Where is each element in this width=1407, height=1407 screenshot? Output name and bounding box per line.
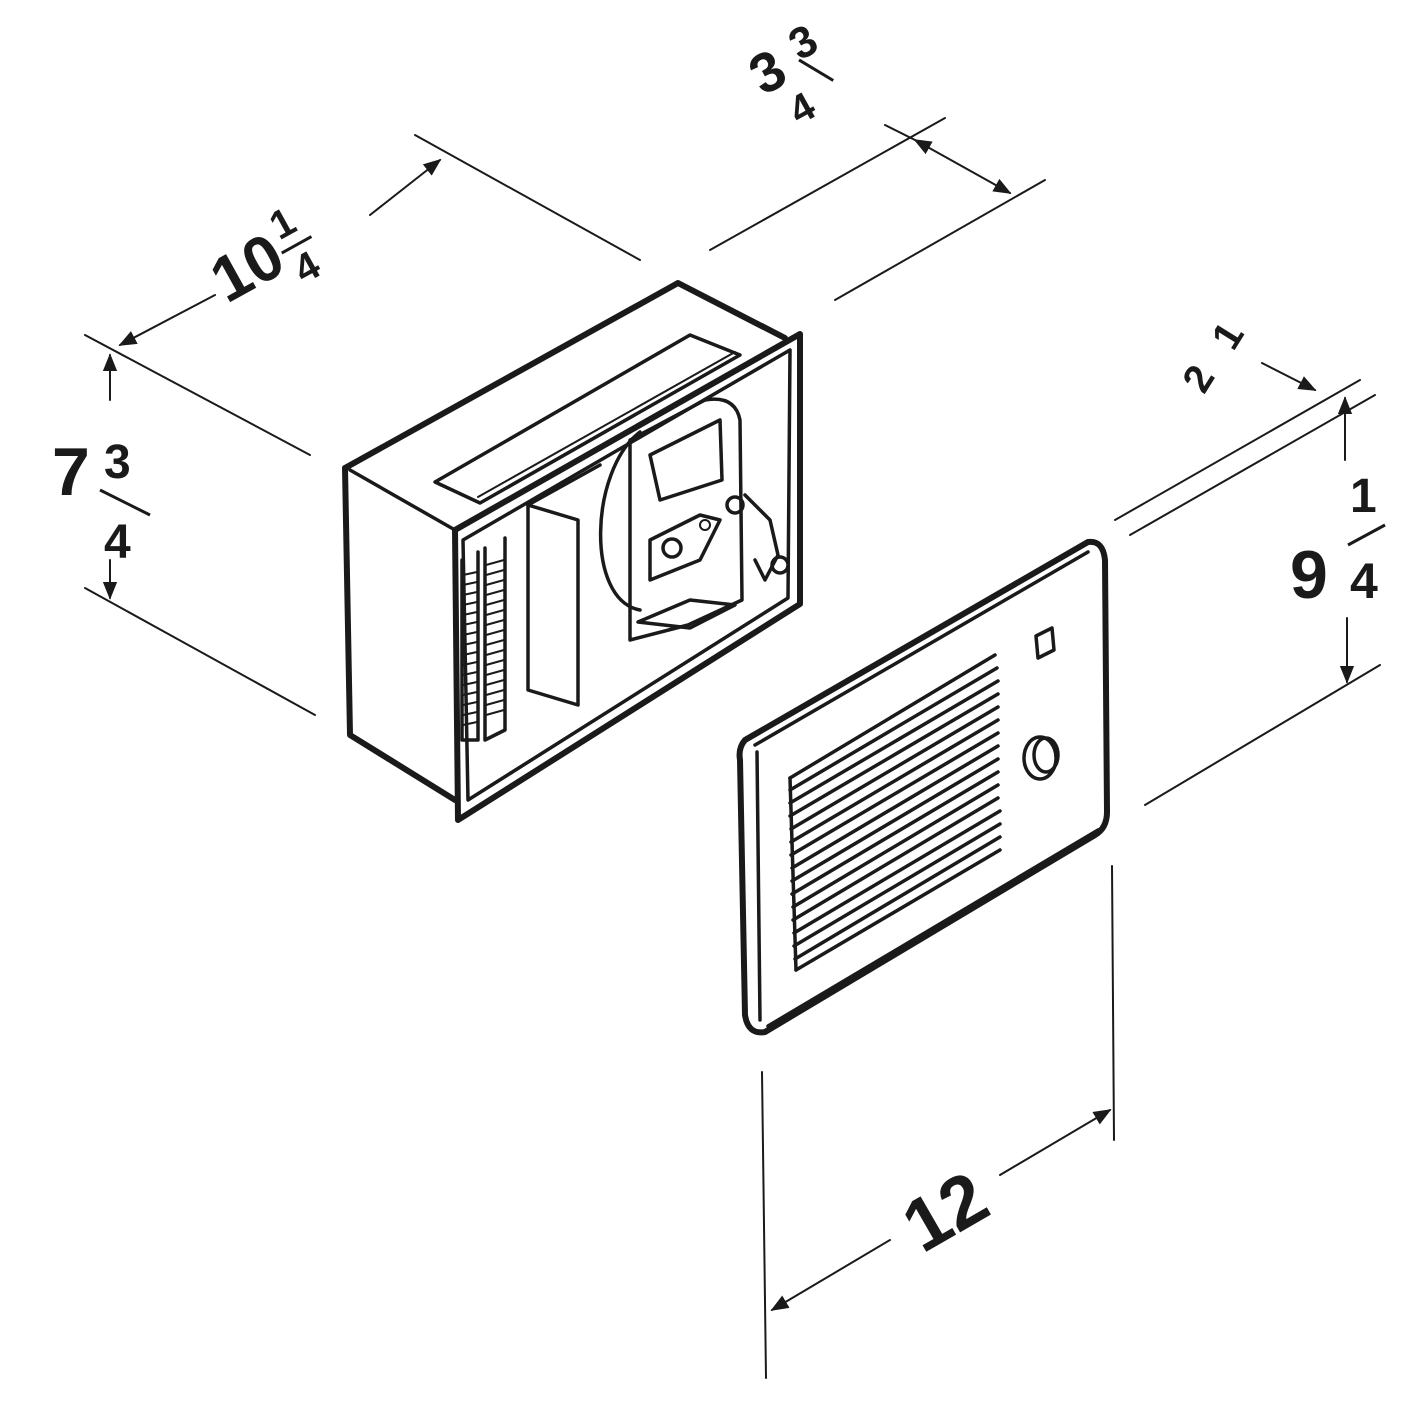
svg-text:3: 3 (104, 436, 131, 489)
svg-text:7: 7 (52, 434, 90, 510)
svg-text:4: 4 (1350, 553, 1378, 609)
svg-text:1: 1 (1204, 315, 1253, 357)
svg-text:1: 1 (1350, 470, 1377, 523)
svg-text:4: 4 (782, 84, 823, 134)
svg-text:4: 4 (287, 243, 328, 293)
svg-text:4: 4 (104, 516, 131, 569)
heating-element-fins (460, 536, 507, 742)
dim-label-1-2: 2 1 (1174, 315, 1253, 400)
switch-icon (1034, 626, 1056, 660)
dimension-lines (84, 117, 1381, 1379)
heater-housing (342, 280, 803, 823)
dim-label-7-3-4: 7 3 4 (52, 434, 151, 569)
fan-motor-assembly (598, 397, 790, 642)
svg-text:9: 9 (1290, 537, 1328, 613)
front-grille (736, 538, 1110, 1036)
dim-label-9-1-4: 9 1 4 (1290, 470, 1386, 613)
dim-label-3-3-4: 3 3 4 (738, 15, 835, 134)
grille-louvers (788, 653, 1002, 972)
dim-label-12: 12 (889, 1155, 1002, 1268)
thermostat-knob-icon (1022, 735, 1060, 781)
dim-label-10-1-4: 10 1 4 (198, 199, 328, 316)
svg-text:12: 12 (889, 1155, 1002, 1268)
svg-text:2: 2 (1174, 358, 1223, 400)
